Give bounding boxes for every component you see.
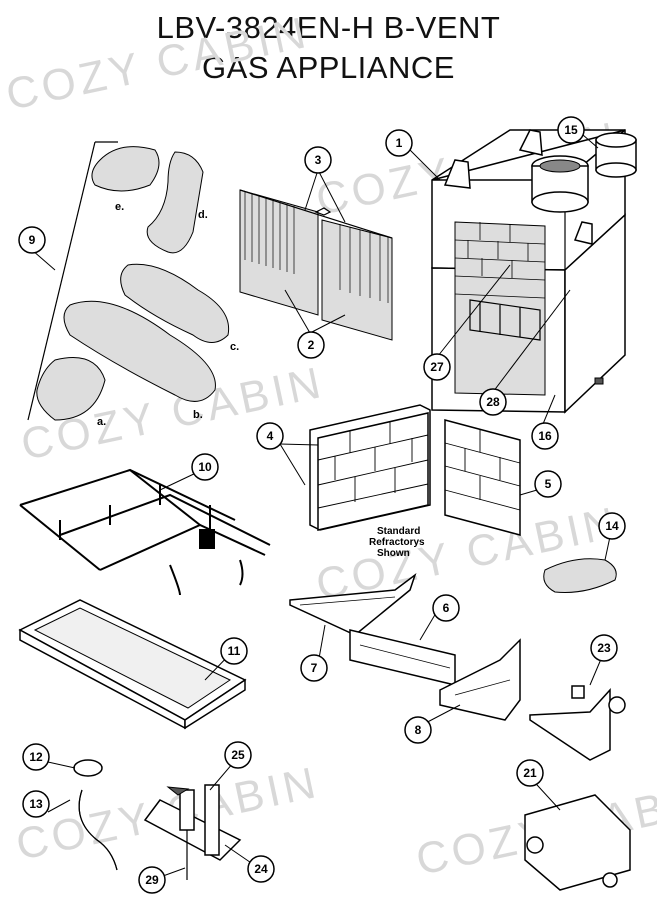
callout-28: 28 [479,388,507,416]
note-line-3: Shown [377,548,410,559]
ember-material-part [543,558,617,593]
svg-text:12: 12 [29,750,43,764]
svg-text:28: 28 [486,395,500,409]
screen-panels-part [239,189,393,341]
callout-7: 7 [300,654,328,682]
refractory-panels-part: Standard Refractorys Shown [309,404,521,559]
callout-2: 2 [297,331,325,359]
callout-5: 5 [534,470,562,498]
svg-text:13: 13 [29,797,43,811]
svg-text:9: 9 [29,233,36,247]
svg-text:6: 6 [443,601,450,615]
svg-text:10: 10 [198,460,212,474]
svg-text:14: 14 [605,519,619,533]
title-line-2: GAS APPLIANCE [202,50,455,85]
gas-valve-part [524,794,631,891]
log-letter-a: a. [97,416,106,428]
flue-adapter-part [595,132,637,178]
note-line-2: Refractorys [369,537,425,548]
callout-23: 23 [590,634,618,662]
callout-8: 8 [404,716,432,744]
title-line-1: LBV-3824EN-H B-VENT [156,10,501,45]
svg-text:5: 5 [545,477,552,491]
svg-text:29: 29 [145,873,159,887]
callout-1: 1 [385,129,413,157]
refractory-floor-parts [289,572,521,721]
callout-13: 13 [22,790,50,818]
log-letter-b: b. [193,409,203,421]
firebox-part [431,129,626,414]
log-set-part: e. d. c. b. a. [27,141,239,428]
grate-part [19,468,271,596]
callout-3: 3 [304,146,332,174]
callout-24: 24 [247,855,275,883]
svg-text:24: 24 [254,862,268,876]
callout-10: 10 [191,453,219,481]
svg-text:23: 23 [597,641,611,655]
log-letter-c: c. [230,341,239,353]
svg-text:4: 4 [267,429,274,443]
svg-text:25: 25 [231,748,245,762]
callout-12: 12 [22,743,50,771]
callout-9: 9 [18,226,46,254]
svg-text:15: 15 [564,123,578,137]
svg-text:11: 11 [228,644,241,658]
callout-6: 6 [432,594,460,622]
callout-4: 4 [256,422,284,450]
log-letter-e: e. [115,201,124,213]
valve-bracket-part [529,685,626,761]
svg-text:27: 27 [430,360,444,374]
callout-16: 16 [531,422,559,450]
callout-14: 14 [598,512,626,540]
diagram-title: LBV-3824EN-H B-VENT GAS APPLIANCE [0,8,657,88]
pilot-assembly-parts [73,759,242,880]
svg-text:8: 8 [415,723,422,737]
burner-pan-part [18,599,247,730]
log-letter-d: d. [198,209,208,221]
svg-text:21: 21 [523,766,537,780]
svg-text:1: 1 [396,136,403,150]
callout-29: 29 [138,866,166,894]
svg-text:2: 2 [308,338,315,352]
callout-15: 15 [557,116,585,144]
svg-text:16: 16 [538,429,552,443]
svg-text:7: 7 [311,661,318,675]
callout-11: 11 [220,637,248,665]
callout-25: 25 [224,741,252,769]
callouts: 1 2 3 4 5 6 7 8 9 10 11 12 13 14 15 16 2… [18,116,626,894]
watermark: COZY CABIN [2,8,314,120]
callout-21: 21 [516,759,544,787]
callout-27: 27 [423,353,451,381]
note-line-1: Standard [377,526,420,537]
svg-text:3: 3 [315,153,322,167]
